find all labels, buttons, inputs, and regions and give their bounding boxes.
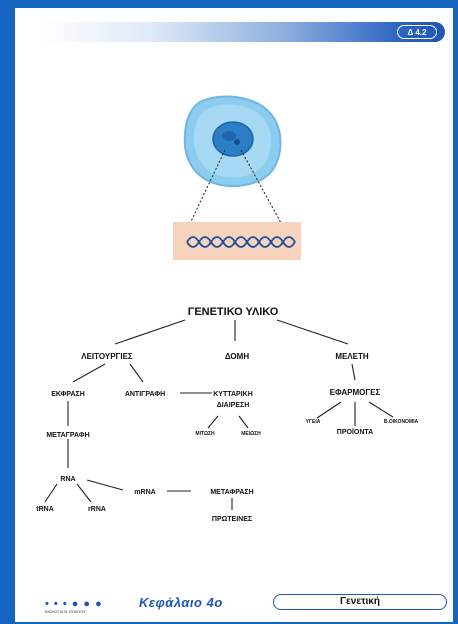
node-cell-division-line1: ΚΥΤΤΑΡΙΚΗ — [213, 391, 253, 398]
node-app-left: ΥΓΕΙΑ — [306, 419, 321, 425]
footer-subtext: ΒΙΟΛΟΓΙΑ Β' ΛΥΚΕΙΟΥ — [45, 609, 86, 614]
node-replication: ΑΝΤΙΓΡΑΦΗ — [125, 391, 165, 398]
genetic-material-concept-map: ΓΕΝΕΤΙΚΟ ΥΛΙΚΟ ΛΕΙΤΟΥΡΓΙΕΣ ΔΟΜΗ ΜΕΛΕΤΗ Ε… — [36, 95, 419, 523]
node-structure: ΔΟΜΗ — [225, 352, 249, 361]
node-proteins: ΠΡΩΤΕΙΝΕΣ — [212, 516, 252, 523]
node-applications: ΕΦΑΡΜΟΓΕΣ — [330, 388, 381, 397]
node-rrna: rRNA — [88, 506, 106, 513]
header-gradient-bar: Δ 4.2 — [37, 22, 445, 42]
node-rna: RNA — [60, 476, 75, 483]
node-study: ΜΕΛΕΤΗ — [335, 352, 369, 361]
node-mitosis: ΜΙΤΩΣΗ — [195, 431, 215, 437]
dna-helix-panel — [173, 222, 301, 260]
page-footer: • • • ● ● ● ΒΙΟΛΟΓΙΑ Β' ΛΥΚΕΙΟΥ Κεφάλαιο… — [45, 594, 447, 616]
node-meiosis: ΜΕΙΩΣΗ — [241, 431, 261, 437]
topic-label: Γενετική — [340, 596, 380, 607]
node-app-right: Β.ΟΙΚΟΝΟΜΙΑ — [384, 419, 419, 425]
node-functions: ΛΕΙΤΟΥΡΓΙΕΣ — [81, 352, 133, 361]
concept-map-edges — [44, 319, 394, 510]
node-translation: ΜΕΤΑΦΡΑΣΗ — [210, 489, 253, 496]
page-number-badge: Δ 4.2 — [397, 25, 437, 39]
chapter-label: Κεφάλαιο 4ο — [139, 595, 223, 610]
root-node: ΓΕΝΕΤΙΚΟ ΥΛΙΚΟ — [188, 306, 279, 318]
topic-pill: Γενετική — [273, 594, 447, 610]
textbook-page: Δ 4.2 — [15, 8, 453, 622]
node-cell-division-line2: ΔΙΑΙΡΕΣΗ — [217, 402, 250, 409]
footer-dots-decoration: • • • ● ● ● — [45, 598, 103, 610]
node-transcription: ΜΕΤΑΓΡΑΦΗ — [46, 432, 89, 439]
node-expression: ΕΚΦΡΑΣΗ — [51, 391, 85, 398]
cell-illustration — [183, 95, 282, 188]
node-mrna: mRNA — [134, 489, 155, 496]
node-trna: tRNA — [36, 506, 54, 513]
zoom-lines — [184, 149, 288, 235]
node-products: ΠΡΟΪΟΝΤΑ — [337, 428, 373, 436]
